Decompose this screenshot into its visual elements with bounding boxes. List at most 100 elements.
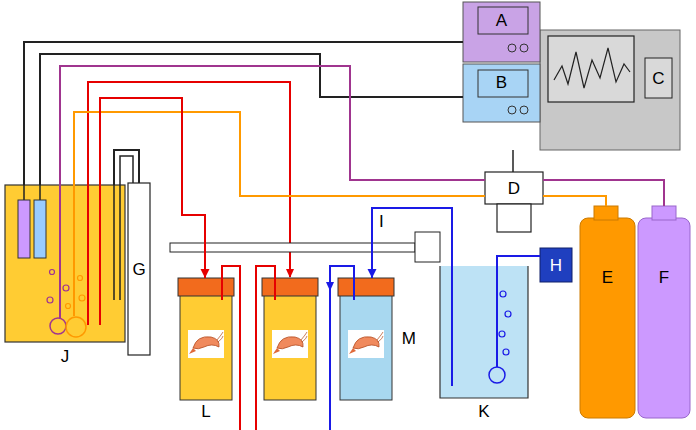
node-text: J [61,348,70,365]
picture-ground [188,330,224,358]
beaker-water [440,266,528,398]
connector [74,112,485,196]
computer-panel [540,30,680,150]
connector [60,66,485,185]
bubble [50,270,55,275]
bubble [79,295,85,301]
shrimp-body [193,337,219,349]
label-text: I [379,212,384,231]
node-text: F [659,269,669,286]
gas-cylinder [580,218,635,418]
shrimp-tail [273,348,280,354]
bubble [47,297,53,303]
connector [543,180,664,206]
panel-window: C [645,58,672,98]
gas-cylinder: E [580,206,635,418]
node-text: D [508,180,520,197]
shrimp-antenna [301,332,307,342]
test-chamber [264,292,316,400]
cylinder-valve [594,206,618,220]
test-chamber: L [180,278,232,423]
instrument-box: A [463,2,540,62]
bubble [505,311,511,317]
shrimp-tail [349,348,356,354]
gas-cylinder [638,218,690,418]
chamber-lid [262,278,318,296]
connector-line [372,208,452,278]
node-text: G [132,261,145,278]
outlet-pipe [330,266,354,300]
probe-cable [39,185,41,200]
node-text: C [652,70,664,87]
instrument-body [463,2,540,62]
shrimp-picture [188,330,224,358]
connector-line [24,42,463,185]
connector [543,196,606,206]
gas-cylinder: F [638,206,690,418]
filter-column: G [128,183,150,355]
control-chamber [340,292,392,400]
connector-line [114,150,139,185]
arrow-head [368,269,377,278]
instrument-knob [520,44,528,52]
beaker: K [440,266,528,423]
node-text: A [496,12,507,29]
connector [24,42,463,185]
connector [100,98,210,278]
connector-line [40,54,463,185]
chamber-lid [178,278,234,296]
air-pipe [496,266,498,367]
water-tank [5,185,125,342]
connector [368,208,453,278]
shrimp-antenna [217,332,223,342]
connector-line [74,112,485,196]
filter-column [128,183,150,355]
part-label: I [379,213,384,231]
control-chamber: M [340,278,420,398]
water-tank: J [5,185,125,367]
air-pump [540,248,572,282]
node-text: K [478,403,489,420]
controller-box: D [485,172,543,204]
connector [114,150,139,185]
picture-ground [272,330,308,358]
connector-line [497,256,540,266]
connector-line [60,66,485,185]
arrow-head [201,269,210,278]
air-pump: H [540,248,572,282]
shrimp-body [277,337,303,349]
outlet-pipe [256,266,275,430]
cylinder-valve [652,206,676,220]
instrument-display [478,7,528,34]
shrimp-picture [348,330,384,358]
node-text: B [496,74,507,91]
test-chamber [180,292,232,400]
connector-line [100,98,205,278]
node-text: L [201,403,210,420]
probe-cable [23,185,25,200]
instrument-display [478,70,528,97]
bubble [63,285,69,291]
bubble [78,276,83,281]
water-pipe [99,185,101,325]
outlet-pipe [329,290,331,430]
instrument-box: B [463,64,540,122]
controller-base [497,204,531,232]
instrument-knob [520,106,528,114]
water-pipe [451,266,453,386]
bubble [499,331,505,337]
bubble [503,349,509,355]
sensor-probe [34,200,46,258]
shrimp-antenna [377,332,383,342]
node-text: E [602,269,613,286]
air-stone [50,318,66,334]
bubble [500,291,506,297]
connector-line [543,196,606,206]
connector-line [543,180,664,206]
signal-trace [554,48,630,88]
shrimp-body [353,337,379,349]
bar-clamp [415,232,440,262]
beaker-wall [440,266,528,398]
controller-box [485,172,543,204]
